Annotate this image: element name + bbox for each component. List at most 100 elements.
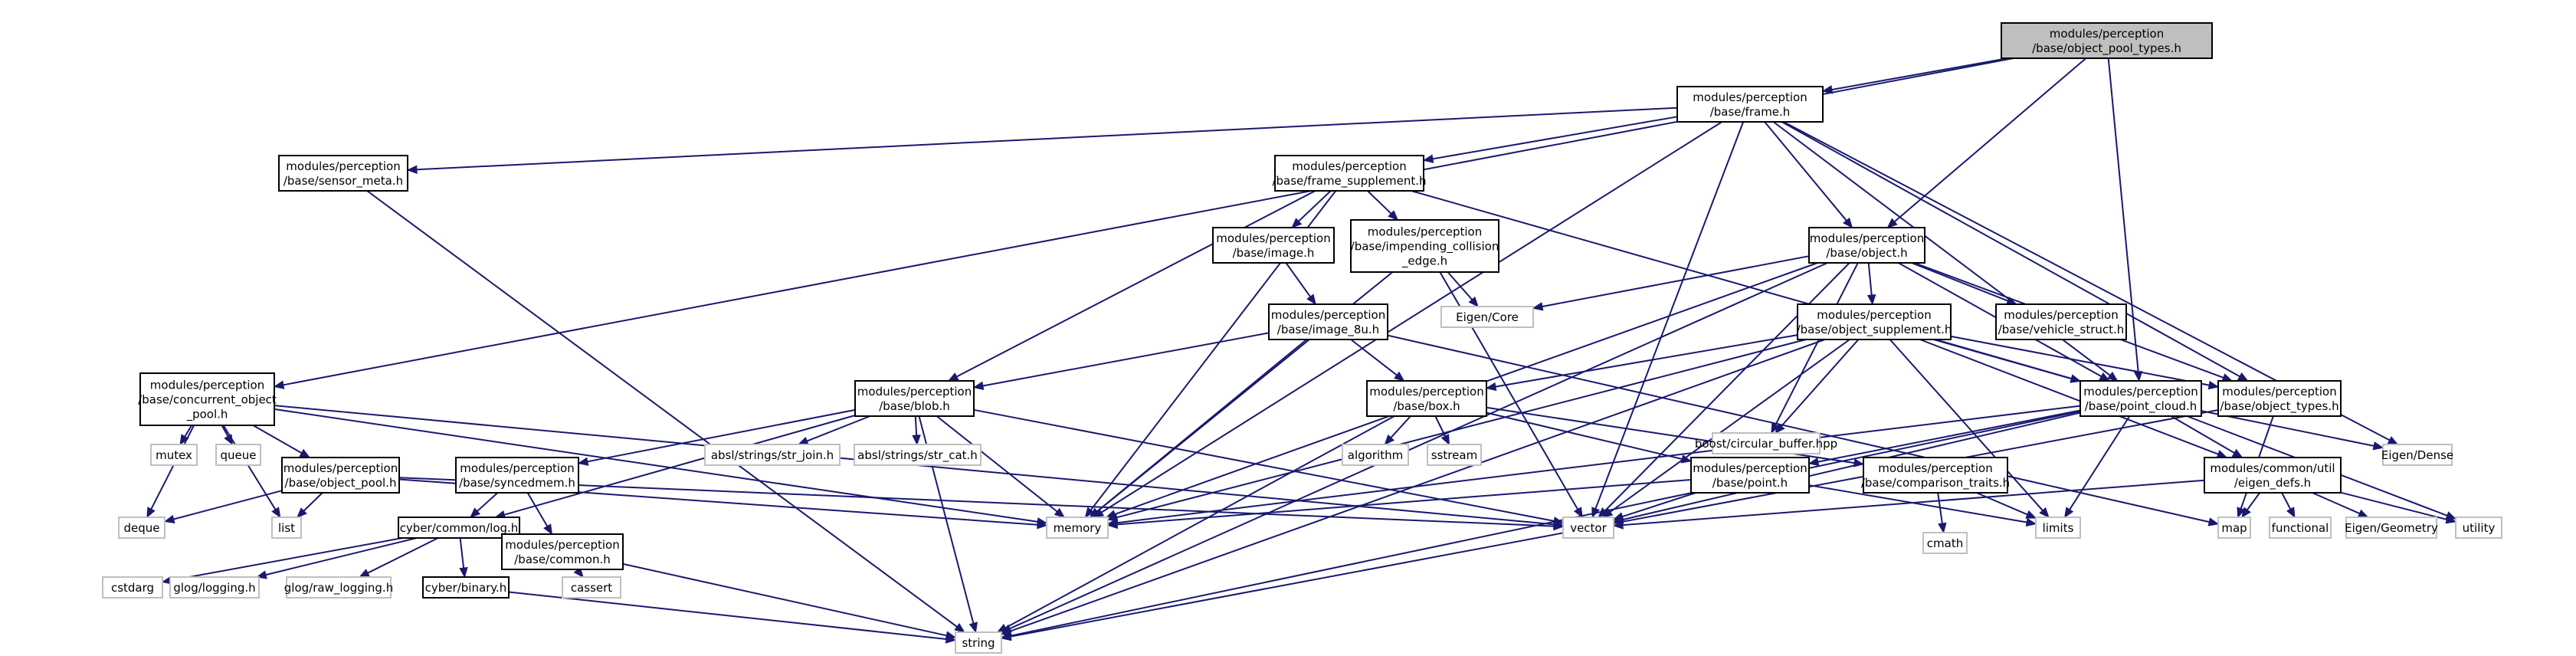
- edge-concurrent-to-object_pool: [252, 425, 311, 458]
- node-eigen_defs[interactable]: modules/common/util/eigen_defs.h: [2204, 457, 2342, 494]
- node-point_cloud[interactable]: modules/perception/base/point_cloud.h: [2079, 380, 2202, 417]
- edge-line: [956, 190, 1316, 378]
- node-box: [704, 444, 841, 466]
- edge-concurrent-to-mutex: [179, 425, 192, 446]
- node-box: [1342, 444, 1409, 466]
- node-frame[interactable]: modules/perception/base/frame.h: [1676, 86, 1824, 123]
- node-label-line: /base/image_8u.h: [1277, 323, 1379, 337]
- node-vehicle_struct[interactable]: modules/perception/base/vehicle_struct.h: [1995, 303, 2127, 340]
- node-label-line: modules/perception: [1369, 385, 1483, 399]
- node-label-line: glog/logging.h: [173, 581, 255, 595]
- node-common[interactable]: modules/perception/base/common.h: [501, 533, 624, 570]
- edge-arrowhead: [1866, 294, 1876, 306]
- edge-syncedmem-to-common: [526, 492, 553, 536]
- node-object[interactable]: modules/perception/base/object.h: [1808, 227, 1925, 264]
- node-point[interactable]: modules/perception/base/point.h: [1690, 457, 1810, 494]
- node-label-line: modules/perception: [2083, 385, 2197, 399]
- node-label-line: functional: [2272, 521, 2329, 535]
- node-label-line: modules/perception: [1693, 90, 1807, 104]
- edge-arrowhead: [273, 380, 285, 389]
- node-label-line: /base/vehicle_struct.h: [1998, 323, 2125, 337]
- node-box[interactable]: modules/perception/base/box.h: [1366, 380, 1487, 417]
- edge-arrowhead: [1037, 520, 1048, 530]
- edge-arrowhead: [1886, 218, 1898, 228]
- node-box: [278, 155, 408, 192]
- edge-point_cloud-to-eigen_defs: [2171, 415, 2243, 458]
- node-object_types[interactable]: modules/perception/base/object_types.h: [2217, 380, 2342, 417]
- node-algorithm: algorithm: [1342, 444, 1409, 466]
- node-label-line: Eigen/Geometry: [2345, 521, 2438, 535]
- node-object_pool[interactable]: modules/perception/base/object_pool.h: [281, 457, 400, 494]
- edge-arrowhead: [1532, 302, 1544, 311]
- node-sensor_meta[interactable]: modules/perception/base/sensor_meta.h: [278, 155, 408, 192]
- edge-line: [1116, 339, 1807, 519]
- nodes-layer: modules/perception/base/object_pool_type…: [102, 22, 2502, 654]
- edge-line: [1911, 262, 2008, 302]
- node-concurrent[interactable]: modules/perception/base/concurrent_objec…: [138, 372, 277, 426]
- node-boost_cb: boost/circular_buffer.hpp: [1695, 432, 1837, 454]
- node-box: [501, 533, 624, 570]
- edge-line: [1116, 405, 2081, 524]
- edge-arrowhead: [1106, 518, 1119, 527]
- node-label-line: algorithm: [1348, 448, 1403, 462]
- edge-line: [806, 415, 870, 442]
- edge-frame-to-frame_supplement: [1422, 116, 1678, 163]
- node-label-line: memory: [1054, 521, 1102, 535]
- edge-root-to-object: [1886, 57, 2087, 228]
- edge-eigen_defs-to-eigen_geometry: [2312, 492, 2369, 518]
- node-box: [1350, 219, 1499, 273]
- edge-arrowhead: [2207, 517, 2220, 526]
- node-image8u[interactable]: modules/perception/base/image_8u.h: [1268, 303, 1388, 340]
- node-cyber_log[interactable]: cyber/common/log.h: [398, 517, 520, 539]
- node-sstream: sstream: [1427, 444, 1482, 466]
- node-label-line: /base/point.h: [1712, 476, 1788, 490]
- edge-line: [1935, 339, 2072, 379]
- node-eigen_geometry: Eigen/Geometry: [2345, 517, 2438, 539]
- node-box: [118, 517, 166, 539]
- node-label-line: /base/object.h: [1826, 246, 1907, 260]
- node-object_supplement[interactable]: modules/perception/base/object_supplemen…: [1797, 303, 1952, 340]
- node-frame_supplement[interactable]: modules/perception/base/frame_supplement…: [1272, 155, 1427, 192]
- edge-syncedmem-to-cyber_log: [470, 492, 499, 518]
- node-syncedmem[interactable]: modules/perception/base/syncedmem.h: [455, 457, 579, 494]
- edge-image8u-to-blob: [972, 332, 1270, 391]
- edge-line: [1622, 412, 2081, 521]
- node-label-line: modules/perception: [505, 538, 619, 552]
- node-list: list: [271, 517, 302, 539]
- node-label-line: string: [962, 636, 995, 650]
- edge-arrowhead: [947, 372, 959, 382]
- edge-image8u-to-box: [1350, 339, 1405, 382]
- edge-arrowhead: [2387, 436, 2399, 445]
- node-comparison[interactable]: modules/perception/base/comparison_trait…: [1861, 457, 2010, 494]
- node-impending[interactable]: modules/perception/base/impending_collis…: [1350, 219, 1499, 273]
- node-box: [1922, 532, 1968, 554]
- edge-point_cloud-to-limits: [2064, 415, 2131, 519]
- node-label-line: /base/frame_supplement.h: [1272, 174, 1426, 189]
- node-blob[interactable]: modules/perception/base/blob.h: [854, 380, 975, 417]
- node-box: [1995, 303, 2127, 340]
- edge-line: [1350, 339, 1398, 376]
- node-image[interactable]: modules/perception/base/image.h: [1212, 227, 1335, 264]
- node-memory: memory: [1046, 517, 1109, 539]
- node-label-line: /base/comparison_traits.h: [1861, 476, 2010, 490]
- edge-frame-to-sensor_meta: [406, 107, 1678, 175]
- edge-arrowhead: [543, 523, 553, 536]
- node-label-line: cassert: [571, 581, 612, 595]
- edge-arrowhead: [1054, 507, 1066, 518]
- edge-frame_supplement-to-impending: [1367, 190, 1399, 221]
- edge-arrowhead: [2241, 507, 2251, 519]
- node-label-line: _pool.h: [186, 408, 228, 422]
- edge-arrowhead: [1291, 218, 1303, 228]
- edge-arrowhead: [2025, 517, 2037, 527]
- edge-line: [1831, 57, 2008, 90]
- edge-line: [1808, 484, 2027, 523]
- node-label-line: vector: [1570, 521, 1607, 535]
- node-label-line: /base/box.h: [1393, 399, 1460, 413]
- edge-sensor_meta-to-string: [366, 190, 965, 633]
- node-vector: vector: [1562, 517, 1614, 539]
- edge-line: [2107, 57, 2139, 372]
- node-cyber_binary[interactable]: cyber/binary.h: [422, 576, 510, 599]
- edge-line: [1009, 339, 1826, 632]
- edge-arrowhead: [1807, 457, 1820, 467]
- node-label-line: modules/perception: [1292, 159, 1406, 173]
